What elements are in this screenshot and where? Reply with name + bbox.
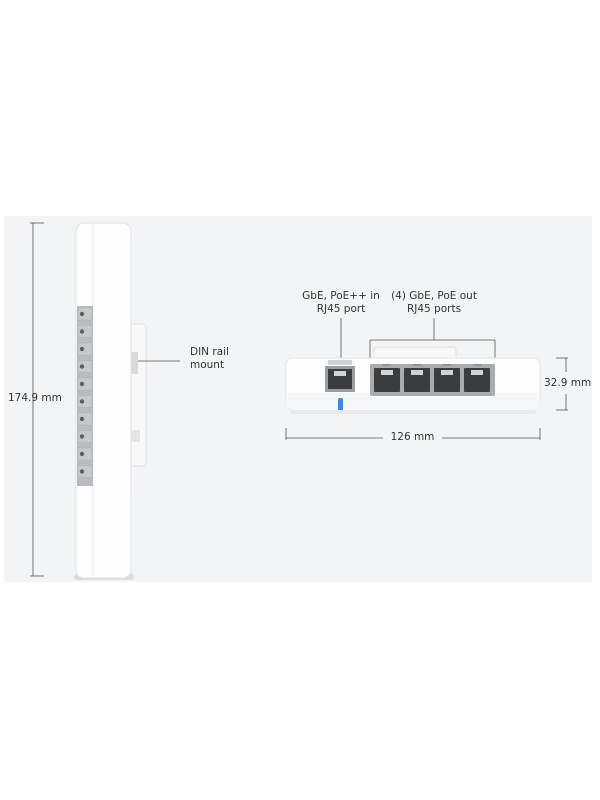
terminal-cell (77, 412, 93, 426)
terminal-screw (79, 329, 85, 334)
front-view-shadow (290, 410, 536, 414)
height-label: 174.9 mm (8, 392, 62, 404)
front-view-device (285, 346, 541, 414)
downlink-port-marker (473, 364, 481, 366)
side-view-device (74, 222, 147, 580)
downlink-port-socket (374, 368, 400, 392)
downlink-port-socket (404, 368, 430, 392)
terminal-cell (77, 307, 93, 321)
terminal-cell (77, 430, 93, 443)
din-rail-label-line2: mount (190, 359, 225, 371)
terminal-screw (79, 364, 85, 369)
downlink-port-marker (383, 364, 391, 366)
downlink-port-socket (464, 368, 490, 392)
downlink-port-contacts (441, 370, 453, 375)
terminal-screw (79, 434, 85, 439)
din-rail-label-line1: DIN rail (190, 346, 229, 358)
terminal-cell (77, 377, 93, 391)
downlink-port-marker (413, 364, 421, 366)
terminal-cell (77, 447, 93, 461)
width-label: 126 mm (390, 431, 435, 443)
downlink-port-block (370, 364, 495, 396)
downlink-port-contacts (381, 370, 393, 375)
uplink-port (325, 360, 355, 392)
terminal-screw (79, 311, 85, 317)
terminal-cell (77, 325, 93, 338)
terminal-cell (77, 342, 93, 356)
terminal-screw (79, 416, 85, 422)
uplink-port-label-plate (328, 360, 352, 365)
depth-dimension (556, 357, 568, 411)
din-clip-lower-latch (130, 430, 140, 442)
height-dimension (30, 222, 44, 577)
terminal-screw (79, 399, 85, 404)
depth-label: 32.9 mm (544, 377, 592, 389)
downlink-port-socket (434, 368, 460, 392)
terminal-cell (77, 395, 93, 408)
downlink-port-contacts (471, 370, 483, 375)
terminal-screw (79, 469, 85, 474)
uplink-port-label: GbE, PoE++ in RJ45 port (296, 290, 386, 316)
downlink-ports (374, 364, 490, 392)
front-view-lower-band (286, 394, 540, 410)
terminal-cell (77, 360, 93, 373)
uplink-port-label-line2: RJ45 port (316, 303, 366, 315)
downlink-port-contacts (411, 370, 423, 375)
din-rail-label: DIN rail mount (190, 346, 229, 372)
din-clip-latch (130, 352, 138, 374)
terminal-cell (77, 465, 93, 478)
uplink-port-contacts (334, 371, 346, 376)
uplink-port-label-line1: GbE, PoE++ in (302, 290, 380, 302)
width-dimension (285, 428, 541, 440)
terminal-screw (79, 381, 85, 387)
terminal-screw (79, 451, 85, 457)
downlink-port-marker (443, 364, 451, 366)
downlink-ports-label-line1: (4) GbE, PoE out (391, 290, 477, 302)
downlink-ports-label: (4) GbE, PoE out RJ45 ports (382, 290, 486, 316)
downlink-ports-label-line2: RJ45 ports (406, 303, 462, 315)
terminal-screws (77, 307, 93, 478)
terminal-screw (79, 346, 85, 352)
